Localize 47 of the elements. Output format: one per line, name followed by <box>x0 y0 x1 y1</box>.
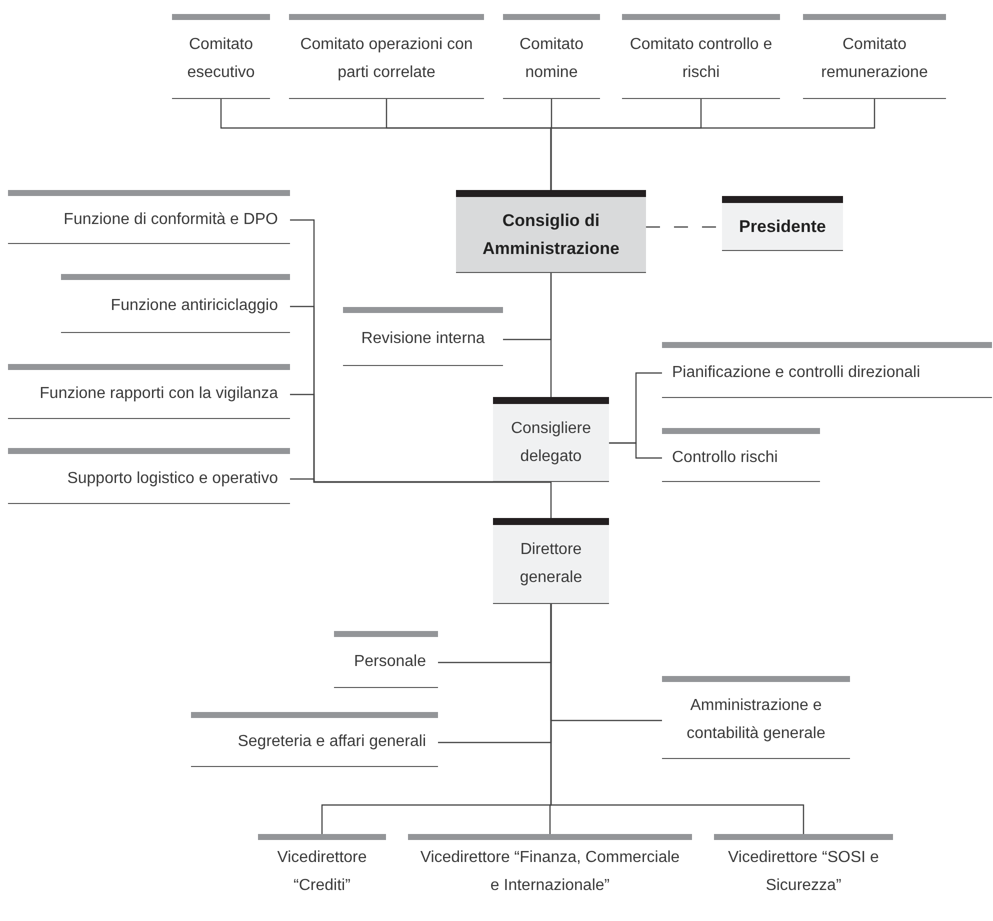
org-unit-box <box>8 364 290 419</box>
unit-name: Vicedirettore “Crediti” <box>276 848 368 896</box>
unit-name: Comitato controllo e rischi <box>628 35 774 83</box>
connector-line <box>550 99 876 190</box>
org-role-box <box>493 518 609 604</box>
org-role-box <box>493 397 609 482</box>
org-unit-box <box>662 428 820 482</box>
unit-name: Comitato operazioni con parti correlate <box>299 35 474 83</box>
org-unit-box <box>172 14 270 99</box>
connector-line <box>550 482 552 518</box>
unit-name: Segreteria e affari generali <box>236 732 426 752</box>
org-unit-box <box>662 342 992 398</box>
org-unit-box <box>343 307 503 366</box>
unit-name: Funzione rapporti con la vigilanza <box>38 384 278 404</box>
connector-line <box>609 442 662 459</box>
unit-name: Amministrazione e contabilità generale <box>686 696 826 744</box>
unit-name: Direttore generale <box>518 540 584 588</box>
org-unit-box <box>503 14 600 99</box>
connector-line <box>550 604 804 834</box>
unit-name: Vicedirettore “Finanza, Commerciale e Internazionale” <box>419 848 681 896</box>
org-unit-box <box>8 190 290 244</box>
org-unit-box <box>662 676 850 759</box>
org-unit-box <box>334 631 438 688</box>
unit-name: Comitato remunerazione <box>820 35 929 83</box>
org-unit-box <box>61 274 290 333</box>
unit-name: Funzione di conformità e DPO <box>62 210 278 230</box>
org-role-box <box>456 190 646 273</box>
unit-name: Pianificazione e controlli direzionali <box>672 362 922 382</box>
org-unit-box <box>8 448 290 504</box>
unit-name: Comitato nomine <box>518 35 585 83</box>
org-unit-box <box>289 14 484 99</box>
connector-line <box>290 478 551 483</box>
unit-name: Supporto logistico e operativo <box>66 468 278 488</box>
org-role-box <box>722 196 843 251</box>
unit-name: Controllo rischi <box>672 448 779 468</box>
connector-line <box>550 273 552 397</box>
org-unit-box <box>191 712 438 767</box>
unit-name: Consiglio di Amministrazione <box>482 210 620 260</box>
unit-name: Comitato esecutivo <box>186 35 256 83</box>
unit-name: Presidente <box>738 216 827 238</box>
unit-name: Consigliere delegato <box>510 418 592 466</box>
unit-name: Vicedirettore “SOSI e Sicurezza” <box>727 848 880 896</box>
unit-name: Funzione antiriciclaggio <box>110 296 278 316</box>
org-unit-box <box>622 14 780 99</box>
unit-name: Personale <box>352 652 426 672</box>
org-unit-box <box>803 14 946 99</box>
unit-name: Revisione interna <box>360 329 486 349</box>
